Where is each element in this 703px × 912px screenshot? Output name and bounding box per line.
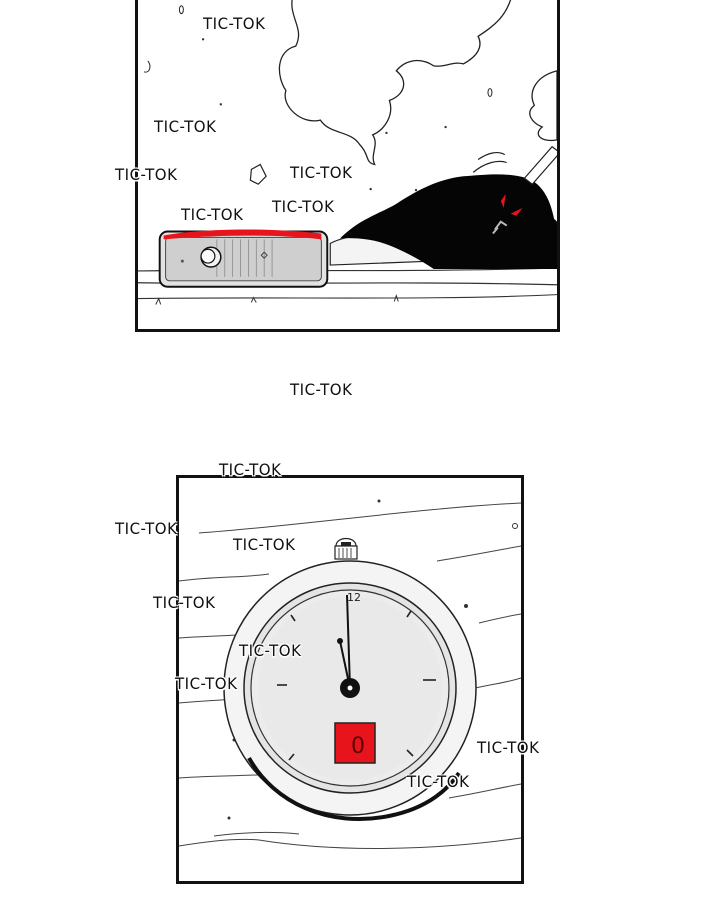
sfx-tic-tok: TIC-TOK (203, 14, 266, 34)
sfx-tic-tok: TIC-TOK (239, 641, 302, 661)
sfx-tic-tok: TIC-TOK (290, 163, 353, 183)
sfx-tic-tok: TIC-TOK (407, 772, 470, 792)
sfx-tic-tok: TIC-TOK (272, 197, 335, 217)
sfx-tic-tok: TIC-TOK (181, 205, 244, 225)
sfx-tic-tok: TIC-TOK (219, 460, 282, 480)
comic-panel-1 (135, 0, 560, 332)
dial-12-label: 12 (347, 591, 361, 604)
sfx-tic-tok: TIC-TOK (115, 519, 178, 539)
sfx-tic-tok: TIC-TOK (175, 674, 238, 694)
comic-panel-2: 12 0 (176, 475, 524, 884)
sfx-tic-tok: TIC-TOK (290, 380, 353, 400)
sfx-tic-tok: TIC-TOK (154, 117, 217, 137)
panel-1-illustration (138, 0, 557, 305)
sfx-tic-tok: TIC-TOK (477, 738, 540, 758)
counter-display: 0 (351, 733, 365, 759)
sfx-tic-tok: TIC-TOK (153, 593, 216, 613)
sfx-tic-tok: TIC-TOK (233, 535, 296, 555)
stopwatch-illustration: 12 (179, 499, 521, 849)
sfx-tic-tok: TIC-TOK (115, 165, 178, 185)
